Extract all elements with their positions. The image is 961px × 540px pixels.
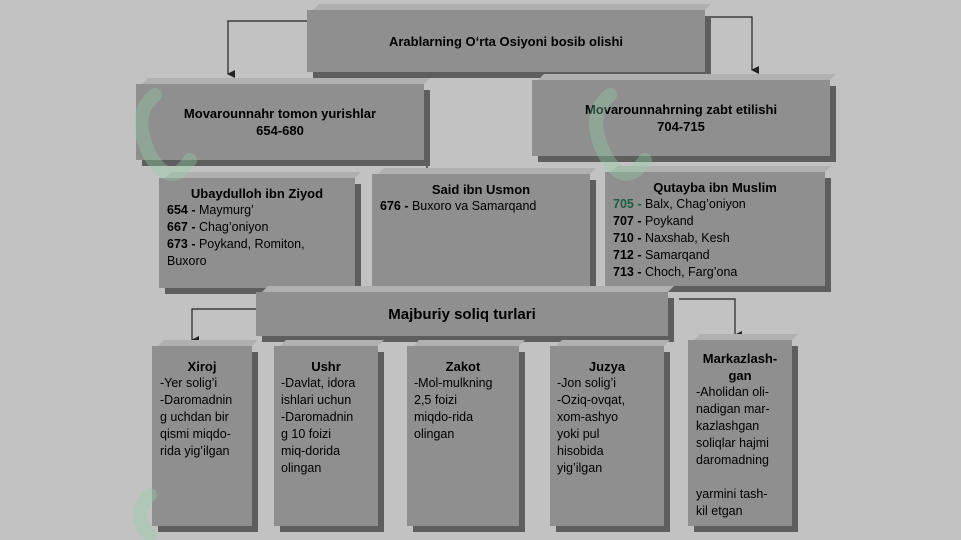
tax-title: Zakot: [445, 359, 481, 374]
tax-line: ishlari uchun: [281, 393, 352, 407]
campaign-event: 676 - Buxoro va Samarqand: [380, 199, 537, 213]
campaign-event: 673 - Poykand, Romiton,: [167, 237, 305, 251]
tax-line: -Oziq-ovqat,: [557, 393, 626, 407]
campaign-title: Said ibn Usmon: [431, 182, 531, 197]
tax-line: kil etgan: [696, 504, 743, 518]
tax-line: yarmini tash-: [696, 487, 768, 501]
tax-line: miqdo-rida: [414, 410, 474, 424]
campaign-event: 713 - Choch, Farg’ona: [613, 265, 738, 279]
tax-line: daromadning: [696, 453, 769, 467]
tax-box-xiroj: Xiroj -Yer solig’i -Daromadnin g uchdan …: [152, 346, 252, 526]
tax-title: Markazlash- gan: [702, 351, 778, 383]
tax-line: miq-dorida: [281, 444, 341, 458]
conquest-header-years: 704-715: [657, 119, 705, 134]
campaigns-header-box: Movarounnahr tomon yurishlar 654-680: [136, 84, 424, 160]
campaign-title: Ubaydulloh ibn Ziyod: [190, 186, 324, 201]
taxes-header-title: Majburiy soliq turlari: [388, 305, 536, 323]
campaign-event: 707 - Poykand: [613, 214, 694, 228]
campaign-event: 710 - Naxshab, Kesh: [613, 231, 730, 245]
main-title: Arablarning O‘rta Osiyoni bosib olishi: [388, 33, 624, 49]
tax-box-zakot: Zakot -Mol-mulkning 2,5 foizi miqdo-rida…: [407, 346, 519, 526]
tax-title: Ushr: [311, 359, 341, 374]
tax-box-juzya: Juzya -Jon solig’i -Oziq-ovqat, xom-ashy…: [550, 346, 664, 526]
conquest-header-title: Movaroun­nahrning zabt etilishi: [584, 102, 778, 117]
tax-line: -Jon solig’i: [557, 376, 617, 390]
conquest-header-box: Movaroun­nahrning zabt etilishi 704-715: [532, 80, 830, 156]
tax-line: olingan: [414, 427, 455, 441]
campaign-event: 667 - Chag’oniyon: [167, 220, 269, 234]
tax-line: nadigan mar-: [696, 402, 770, 416]
tax-line: -Daromadnin: [281, 410, 354, 424]
main-title-box: Arablarning O‘rta Osiyoni bosib olishi: [307, 10, 705, 72]
tax-line: -Yer solig’i: [160, 376, 218, 390]
tax-line: rida yig’ilgan: [160, 444, 230, 458]
campaigns-header-title: Movarounnahr tomon yurishlar: [183, 106, 377, 121]
tax-line: kazlashgan: [696, 419, 760, 433]
tax-line: 2,5 foizi: [414, 393, 458, 407]
tax-box-markazlashgan: Markazlash- gan -Aholidan oli- nadigan m…: [688, 340, 792, 526]
tax-title: Juzya: [588, 359, 626, 374]
tax-line: olingan: [281, 461, 322, 475]
tax-line: yig’ilgan: [557, 461, 603, 475]
campaign-title: Qutayba ibn Muslim: [653, 180, 777, 195]
tax-line: -Daromadnin: [160, 393, 233, 407]
tax-line: -Davlat, idora: [281, 376, 356, 390]
campaign-box-said: Said ibn Usmon 676 - Buxoro va Samarqand: [372, 174, 590, 288]
campaigns-header-years: 654-680: [256, 123, 304, 138]
campaign-box-qutayba: Qutayba ibn Muslim 705 - Balx, Chag’oniy…: [605, 172, 825, 286]
tax-line: -Mol-mulkning: [414, 376, 493, 390]
tax-title: Xiroj: [187, 359, 217, 374]
tax-line: xom-ashyo: [557, 410, 619, 424]
tax-line: soliqlar hajmi: [696, 436, 769, 450]
campaign-box-ubaydulloh: Ubaydulloh ibn Ziyod 654 - Maymurg’ 667 …: [159, 178, 355, 288]
tax-line: -Aholidan oli-: [696, 385, 769, 399]
tax-line: qismi miqdo-: [160, 427, 231, 441]
taxes-header-box: Majburiy soliq turlari: [256, 292, 668, 336]
tax-line: g 10 foizi: [281, 427, 332, 441]
campaign-event: Buxoro: [167, 254, 207, 268]
tax-line: yoki pul: [557, 427, 600, 441]
tax-line: hisobida: [557, 444, 604, 458]
campaign-event: 654 - Maymurg’: [167, 203, 254, 217]
campaign-event: 712 - Samarqand: [613, 248, 710, 262]
campaign-event: 705 - Balx, Chag’oniyon: [613, 197, 746, 211]
tax-box-ushr: Ushr -Davlat, idora ishlari uchun -Darom…: [274, 346, 378, 526]
tax-line: g uchdan bir: [160, 410, 229, 424]
